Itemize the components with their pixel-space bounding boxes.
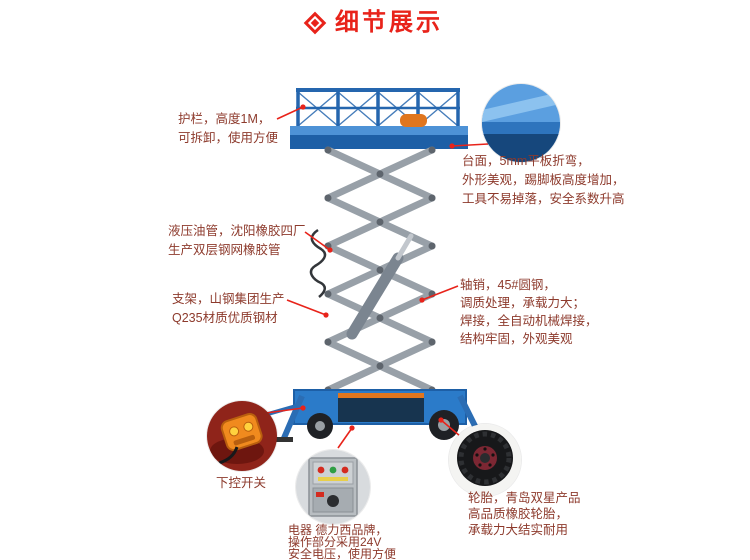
scissor-joint-pins	[324, 146, 436, 394]
label-line: 轴销，45#圆钢，	[460, 278, 556, 292]
callout-electric: 电器 德力西品牌， 操作部分采用24V 安全电压，使用方便	[288, 524, 396, 560]
label-line: 台面，5mm平板折弯，	[462, 154, 590, 168]
platform-guardrail	[296, 88, 460, 128]
label-line: 高品质橡胶轮胎，	[468, 507, 569, 521]
callout-bracket: 支架，山钢集团生产 Q235材质优质钢材	[172, 290, 285, 328]
hydraulic-hose	[309, 228, 327, 298]
chassis-wheels	[307, 410, 459, 440]
callout-tire: 轮胎，青岛双星产品 高品质橡胶轮胎， 承载力大结实耐用	[468, 490, 581, 538]
platform-deck	[290, 114, 468, 149]
hydraulic-cylinder	[346, 233, 414, 340]
label-line: 液压油管，沈阳橡胶四厂	[168, 224, 306, 238]
page-title: 细节展示	[335, 9, 443, 36]
callout-anchor-dots	[300, 104, 455, 431]
label-line: 操作部分采用24V	[288, 535, 382, 549]
deck-cargo-roll	[400, 114, 427, 127]
tire-illustration	[449, 424, 521, 496]
control-panel-photo	[296, 450, 370, 524]
callout-remote-switch: 下控开关	[216, 474, 266, 493]
label-line: 安全电压，使用方便	[288, 547, 397, 560]
label-line: 支架，山钢集团生产	[172, 292, 285, 306]
label-line: 调质处理，承载力大；	[460, 296, 586, 310]
control-panel-illustration	[296, 450, 370, 524]
label-line: 生产双层钢网橡胶管	[168, 243, 281, 257]
label-line: 承载力大结实耐用	[468, 523, 569, 537]
label-line: Q235材质优质钢材	[172, 311, 278, 325]
callout-connector-lines	[265, 106, 489, 449]
tire-photo	[449, 424, 521, 496]
section-header: 细节展示	[0, 10, 750, 36]
label-line: 下控开关	[216, 476, 267, 490]
label-line: 外形美观，踢脚板高度增加，	[462, 173, 625, 187]
platform-edge-photo	[482, 84, 560, 162]
label-line: 焊接，全自动机械焊接，	[460, 314, 598, 328]
label-line: 护栏，高度1M，	[178, 112, 271, 126]
platform-edge-illustration	[482, 84, 560, 162]
label-line: 电器 德力西品牌，	[288, 523, 388, 537]
label-line: 结构牢固，外观美观	[460, 332, 573, 346]
remote-control-illustration	[207, 401, 277, 471]
label-line: 可拆卸，使用方便	[178, 131, 279, 145]
callout-axle-pin: 轴销，45#圆钢， 调质处理，承载力大； 焊接，全自动机械焊接， 结构牢固，外观…	[460, 276, 598, 348]
label-line: 轮胎，青岛双星产品	[468, 491, 581, 505]
callout-guardrail: 护栏，高度1M， 可拆卸，使用方便	[178, 110, 278, 148]
remote-control-photo	[207, 401, 277, 471]
callout-platform: 台面，5mm平板折弯， 外形美观，踢脚板高度增加， 工具不易掉落，安全系数升高	[462, 152, 625, 209]
label-line: 工具不易掉落，安全系数升高	[462, 192, 625, 206]
callout-hydraulic-hose: 液压油管，沈阳橡胶四厂 生产双层钢网橡胶管	[168, 222, 306, 260]
